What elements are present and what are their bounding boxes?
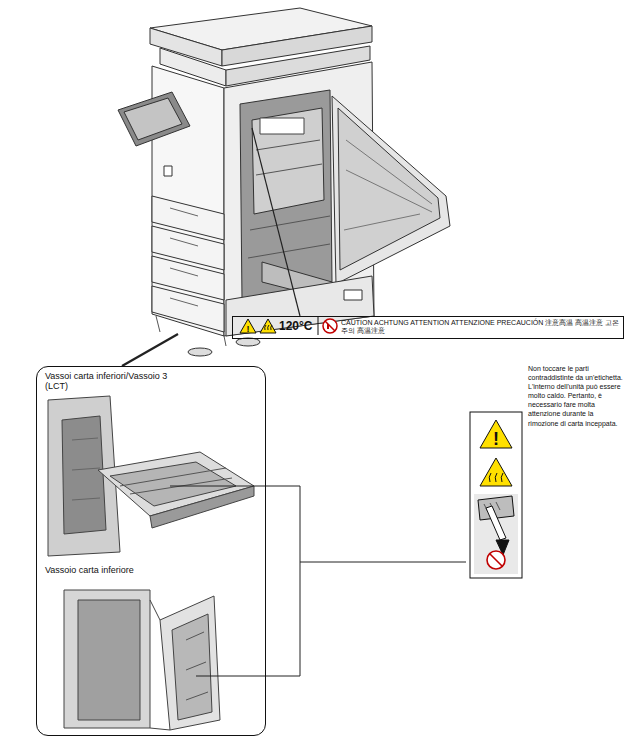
svg-text:!: ! [247,324,250,334]
warning-note: Non toccare le parti contraddistinte da … [528,364,623,428]
callout-box: Vassoi carta inferiori/Vassoio 3 (LCT) Va… [36,366,266,736]
svg-text:!: ! [493,429,499,449]
tray-name: Vassoi carta inferiori/Vassoio 3 (LCT) [45,371,175,392]
temperature-value: 120°C [279,319,319,333]
warning-label-strip: 120°C CAUTION ACHTUNG ATTENTION ATTENZION… [232,316,624,339]
tray-name: Vassoio carta inferiore [45,565,245,575]
caution-text: CAUTION ACHTUNG ATTENTION ATTENZIONE PRE… [341,319,623,335]
